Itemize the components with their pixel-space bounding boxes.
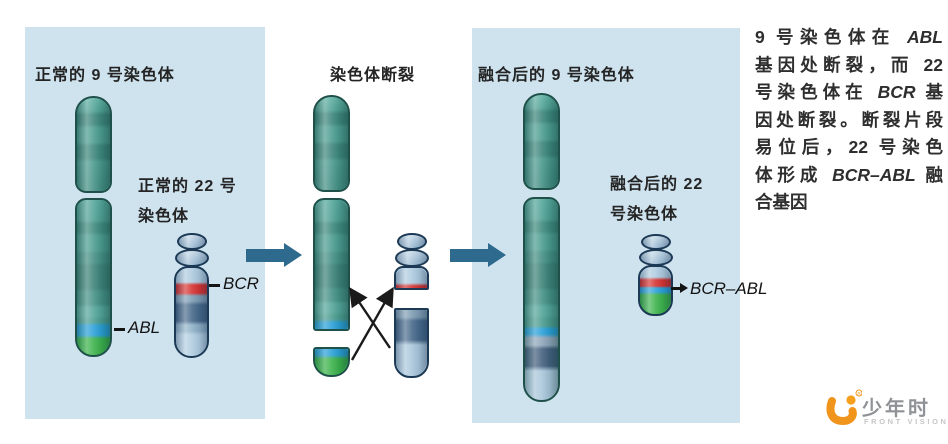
chromosome-9-normal-long-arm xyxy=(75,198,112,357)
chromosome-9-fused-long-arm xyxy=(523,197,560,402)
side-text-line: 号染色体在 BCR 基 xyxy=(755,82,943,102)
chromosome-9-broken-long-arm xyxy=(313,198,350,331)
chromosome-22-broken-satellite-2 xyxy=(395,249,429,267)
fused-chr9-title: 融合后的 9 号染色体 xyxy=(478,67,635,84)
flow-arrow-right-icon xyxy=(450,243,506,268)
brand-logo: R 少年时 FRONT VISION xyxy=(822,388,946,430)
abl-gene-label: ABL xyxy=(128,318,161,337)
chromosome-22-broken-lower-body xyxy=(394,308,429,378)
brand-name: 少年时 xyxy=(862,398,931,420)
fused-chr22-title-line2: 号染色体 xyxy=(610,206,679,223)
bcr-pointer-line xyxy=(209,284,220,287)
breakage-title: 染色体断裂 xyxy=(330,67,416,84)
svg-text:R: R xyxy=(857,391,861,396)
chromosome-9-fused-top-arm xyxy=(523,93,560,190)
chromosome-9-broken-top-arm xyxy=(313,95,350,192)
abl-pointer-line xyxy=(114,328,125,331)
side-text-line: 合基因 xyxy=(755,192,808,212)
fused-chromosomes-panel: 融合后的 9 号染色体 融合后的 22 号染色体 xyxy=(472,28,740,423)
chromosome-22-normal-satellite-1 xyxy=(177,233,207,250)
chromosome-22-fused-satellite-1 xyxy=(641,234,671,250)
chromosome-22-fused-satellite-2 xyxy=(639,249,673,266)
side-text-line: 易位后，22 号染色 xyxy=(755,137,943,157)
bcr-abl-pointer-arrowhead-icon xyxy=(680,283,688,293)
fused-chr22-title-line1: 融合后的 22 xyxy=(610,176,704,193)
explanation-paragraph: 9 号染色体在 ABL 基因处断裂，而 22 号染色体在 BCR 基因处断裂。断裂片… xyxy=(755,24,943,217)
brand-subtitle: FRONT VISION xyxy=(864,417,948,426)
bcr-gene-label: BCR xyxy=(223,274,259,293)
bcr-abl-pointer-line xyxy=(671,287,680,290)
chromosome-9-abl-fragment xyxy=(313,347,350,377)
normal-chromosomes-panel: 正常的 9 号染色体 正常的 22 号 染色体 xyxy=(25,27,265,419)
chromosome-9-normal-top-arm xyxy=(75,96,112,193)
normal-chr9-title: 正常的 9 号染色体 xyxy=(35,67,175,84)
flow-arrow-left-icon xyxy=(246,243,302,268)
side-text-line: 因处断裂。断裂片段 xyxy=(755,109,943,130)
side-text-line: 9 号染色体在 ABL xyxy=(755,27,943,47)
chromosome-22-broken-satellite-1 xyxy=(397,233,427,250)
chromosome-22-fused-body xyxy=(638,265,673,316)
chromosome-22-bcr-fragment xyxy=(394,266,429,290)
side-text-line: 体形成 BCR–ABL 融 xyxy=(755,164,943,185)
side-text-line: 基因处断裂，而 22 xyxy=(755,54,943,75)
normal-chr22-title: 正常的 22 号 染色体 xyxy=(138,172,237,232)
normal-chr22-title-line1: 正常的 22 号 xyxy=(138,178,237,195)
chromosome-22-normal-satellite-2 xyxy=(175,249,209,267)
brand-logo-icon: R xyxy=(826,389,863,426)
translocation-cross-arrows-icon xyxy=(348,286,394,361)
fused-chr22-title: 融合后的 22 号染色体 xyxy=(610,170,703,230)
normal-chr22-title-line2: 染色体 xyxy=(138,208,190,225)
chromosome-22-normal-body xyxy=(174,266,209,358)
bcr-abl-gene-label: BCR–ABL xyxy=(690,279,768,298)
